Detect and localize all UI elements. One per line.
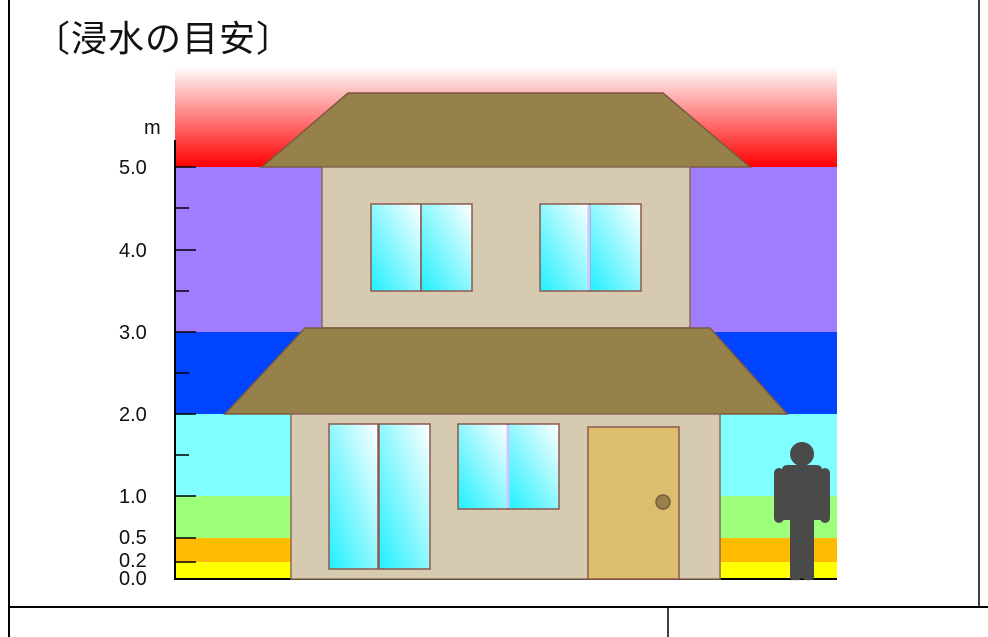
depth-unit: m [144, 117, 161, 139]
tick-label-0-5: 0.5 [119, 527, 147, 549]
tick-label-3-0: 3.0 [119, 322, 147, 344]
tick-label-0-0: 0.0 [119, 568, 147, 590]
tick-label-2-0: 2.0 [119, 404, 147, 426]
tick-label-1-0: 1.0 [119, 486, 147, 508]
page-title: 〔浸水の目安〕 [34, 19, 294, 60]
tick-label-5-0: 5.0 [119, 157, 147, 179]
door-knob [655, 494, 671, 510]
tick-label-0-2: 0.2 [119, 550, 147, 572]
person-icon [774, 442, 830, 581]
tick-label-4-0: 4.0 [119, 240, 147, 262]
house-icon [223, 92, 789, 580]
